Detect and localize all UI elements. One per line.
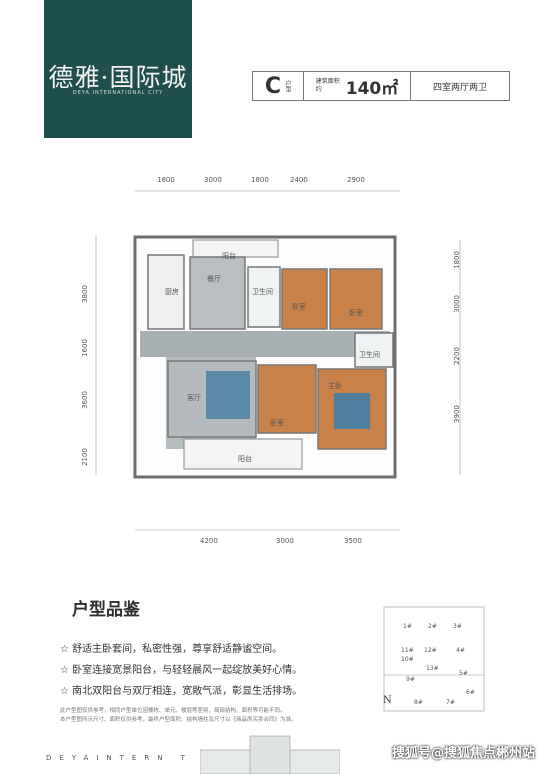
building-2: 2# xyxy=(428,623,437,630)
site-plan xyxy=(383,606,485,712)
dim-left-3: 3600 xyxy=(80,391,89,409)
floor-plan xyxy=(95,190,461,531)
bottom-logo-text: DEYAINTERN T xyxy=(46,754,193,762)
room-balcony-south: 阳台 xyxy=(238,455,252,463)
dim-top-5: 2900 xyxy=(347,176,365,184)
room-bedroom-s2: 卧室 xyxy=(349,309,363,317)
building-7: 7# xyxy=(446,699,455,706)
dim-top-1: 1800 xyxy=(157,176,175,184)
building-illustration xyxy=(200,735,340,774)
feature-3: ☆ 南北双阳台与双厅相连，宽敞气派，彰显生活排场。 xyxy=(60,686,303,697)
room-balcony-north: 阳台 xyxy=(222,252,236,260)
building-13: 13# xyxy=(426,665,439,672)
building-10: 10# xyxy=(401,656,414,663)
watermark: 搜狐号@搜狐焦点郴州站 xyxy=(392,746,536,761)
note-1: 此户型图仅供参考，相同户型单位因楼栋、单元、楼层等差别，局部结构、面积等可能不同… xyxy=(60,708,286,714)
room-bedroom-s1: 卧室 xyxy=(292,303,306,311)
room-kitchen: 厨房 xyxy=(165,288,179,296)
unit-type-box: C 户型 xyxy=(253,72,304,100)
area-label: 建筑面积约 xyxy=(315,78,340,93)
room-bedroom-m: 卧室 xyxy=(270,419,284,427)
building-11: 11# xyxy=(401,647,414,654)
dim-bottom-1: 4200 xyxy=(200,537,218,545)
building-4: 4# xyxy=(456,647,465,654)
dim-bottom-2: 3000 xyxy=(276,537,294,545)
area-value: 140㎡ xyxy=(345,78,399,99)
dim-top-3: 1800 xyxy=(251,176,269,184)
room-bedroom-master: 主卧 xyxy=(328,382,342,390)
feature-2: ☆ 卧室连接宽景阳台，与轻轻晨风一起绽放美好心情。 xyxy=(60,665,303,676)
dim-top-4: 2400 xyxy=(290,176,308,184)
unit-info-bar: C 户型 建筑面积约 140㎡ 四室两厅两卫 xyxy=(252,71,510,101)
brand-logo: 德雅·国际城 DEYA INTERNATIONAL CITY xyxy=(44,0,192,138)
note-2: 本户型图所示尺寸、面积仅供参考，最终户型面积、结构墙柱及尺寸以《商品房买卖合同》… xyxy=(60,717,297,723)
dim-bottom-3: 3500 xyxy=(344,537,362,545)
building-6: 6# xyxy=(466,689,475,696)
dim-left-4: 2100 xyxy=(80,448,89,466)
room-bath-2: 卫生间 xyxy=(359,351,380,359)
unit-type-letter: C xyxy=(264,73,282,99)
building-12: 12# xyxy=(424,647,437,654)
compass-icon: N xyxy=(383,695,392,706)
dim-left-2: 1600 xyxy=(80,339,89,357)
logo-subtitle: DEYA INTERNATIONAL CITY xyxy=(72,90,164,96)
layout-description: 四室两厅两卫 xyxy=(432,82,487,93)
building-3: 3# xyxy=(453,623,462,630)
room-living: 客厅 xyxy=(187,394,201,402)
section-title: 户型品鉴 xyxy=(72,600,140,620)
building-9: 9# xyxy=(406,676,415,683)
room-bath-1: 卫生间 xyxy=(252,288,273,296)
room-dining: 餐厅 xyxy=(207,275,221,283)
area-box: 建筑面积约 140㎡ xyxy=(304,72,411,100)
logo-title: 德雅·国际城 xyxy=(48,63,188,92)
unit-type-suffix: 户型 xyxy=(284,80,292,92)
dim-top-2: 3000 xyxy=(204,176,222,184)
building-1: 1# xyxy=(403,623,412,630)
dim-left-1: 3800 xyxy=(80,285,89,303)
feature-1: ☆ 舒适主卧套间，私密性强，尊享舒适静谧空间。 xyxy=(60,644,283,655)
building-8: 8# xyxy=(414,699,423,706)
building-5: 5# xyxy=(459,670,468,677)
